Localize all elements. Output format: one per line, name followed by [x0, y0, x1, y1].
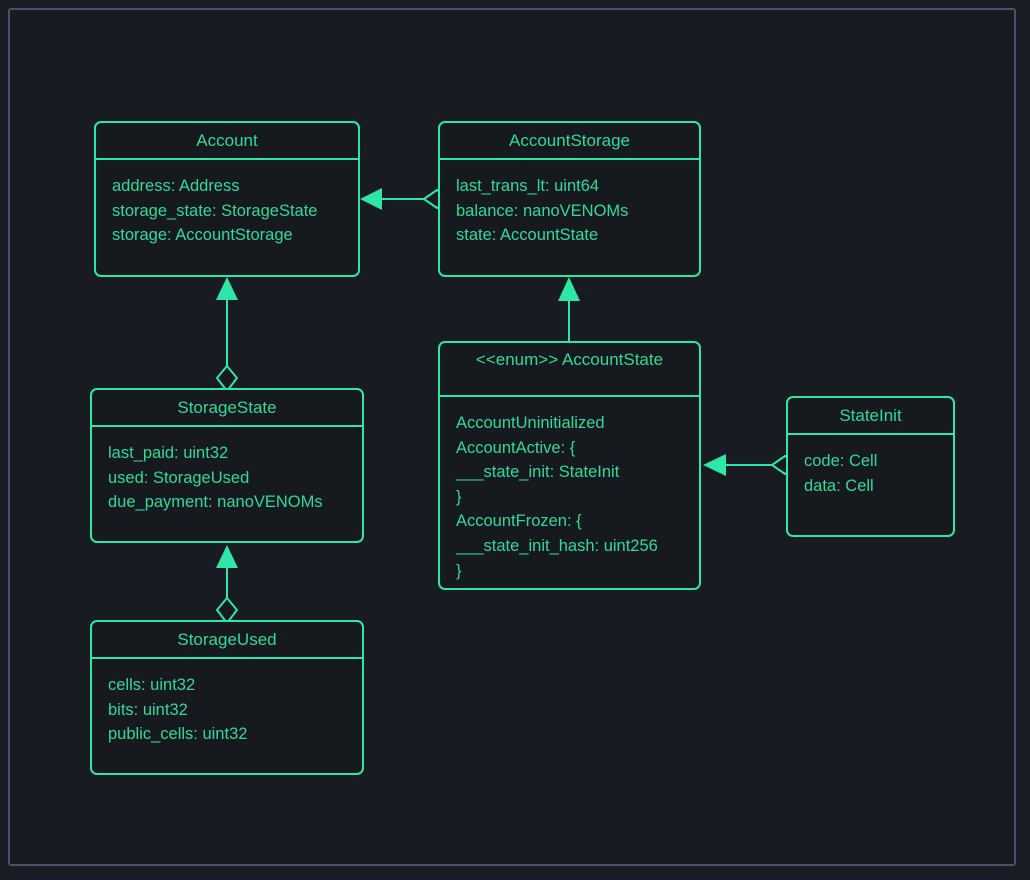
class-member: code: Cell — [804, 452, 878, 470]
class-member: public_cells: uint32 — [108, 725, 248, 744]
class-member: ___state_init_hash: uint256 — [456, 536, 658, 555]
class-title-accountstorage: AccountStorage — [509, 131, 630, 150]
class-member: AccountUninitialized — [456, 414, 605, 432]
class-title-accountstate: <<enum>> AccountState — [475, 350, 664, 369]
class-members-accountstorage: last_trans_lt: uint64 balance: nanoVENOM… — [440, 160, 699, 248]
class-member: storage_state: StorageState — [112, 201, 318, 220]
class-member: data: Cell — [804, 476, 874, 495]
class-divider — [92, 425, 362, 427]
class-member: cells: uint32 — [108, 676, 196, 694]
class-node-accountstate[interactable]: <<enum>> AccountState AccountUninitializ… — [438, 341, 701, 590]
class-member: address: Address — [112, 177, 240, 195]
class-node-storagestate[interactable]: StorageState last_paid: uint32 used: Sto… — [90, 388, 364, 543]
class-member: } — [456, 487, 462, 506]
class-members-stateinit: code: Cell data: Cell — [788, 435, 953, 498]
class-node-account[interactable]: Account address: Address storage_state: … — [94, 121, 360, 277]
class-node-accountstorage[interactable]: AccountStorage last_trans_lt: uint64 bal… — [438, 121, 701, 277]
class-member: last_trans_lt: uint64 — [456, 177, 600, 195]
class-members-storagestate: last_paid: uint32 used: StorageUsed due_… — [92, 427, 362, 515]
class-divider — [440, 395, 699, 397]
class-node-storageused[interactable]: StorageUsed cells: uint32 bits: uint32 p… — [90, 620, 364, 775]
class-member: last_paid: uint32 — [108, 444, 229, 462]
class-members-storageused: cells: uint32 bits: uint32 public_cells:… — [92, 659, 362, 747]
class-member: state: AccountState — [456, 226, 599, 245]
class-divider — [440, 158, 699, 160]
class-member: ___state_init: StateInit — [456, 463, 620, 482]
class-member: AccountActive: { — [456, 438, 576, 457]
class-title-account: Account — [196, 131, 258, 150]
class-title-stateinit: StateInit — [839, 406, 902, 425]
class-member: storage: AccountStorage — [112, 226, 293, 245]
class-member: balance: nanoVENOMs — [456, 201, 629, 220]
class-member: bits: uint32 — [108, 700, 188, 719]
class-divider — [96, 158, 358, 160]
class-member: used: StorageUsed — [108, 468, 250, 487]
class-divider — [92, 657, 362, 659]
class-title-storagestate: StorageState — [177, 398, 277, 417]
class-members-accountstate: AccountUninitialized AccountActive: { __… — [440, 397, 699, 583]
class-member: due_payment: nanoVENOMs — [108, 493, 323, 512]
class-member: } — [456, 561, 462, 580]
class-title-storageused: StorageUsed — [177, 630, 277, 649]
class-members-account: address: Address storage_state: StorageS… — [96, 160, 358, 248]
class-member: AccountFrozen: { — [456, 512, 582, 531]
class-divider — [788, 433, 953, 435]
class-node-stateinit[interactable]: StateInit code: Cell data: Cell — [786, 396, 955, 537]
